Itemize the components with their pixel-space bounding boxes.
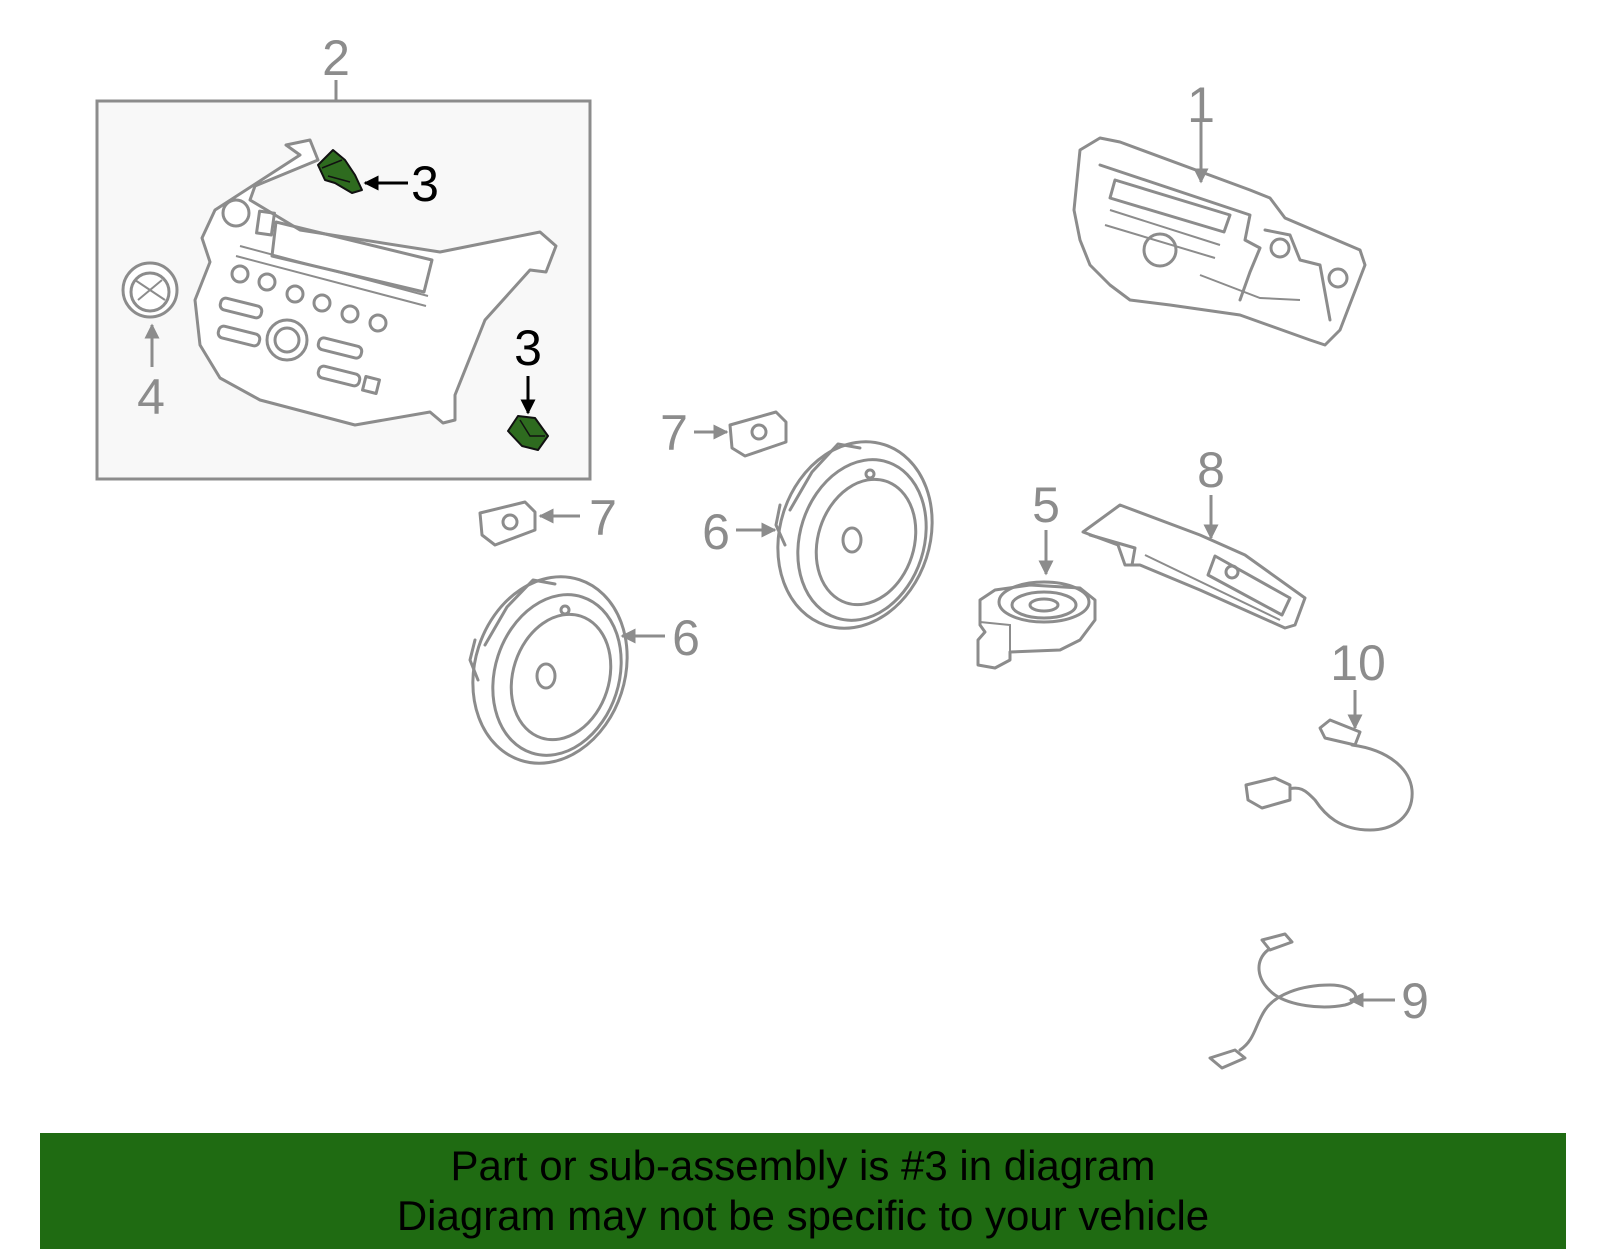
- part-3-clip-top: 3: [317, 149, 439, 212]
- callout-8: 8: [1197, 442, 1225, 498]
- callout-10: 10: [1330, 635, 1386, 691]
- part-3-clip-bottom: 3: [507, 320, 549, 451]
- callout-3-bottom: 3: [514, 320, 542, 376]
- banner-line-2: Diagram may not be specific to your vehi…: [396, 1192, 1210, 1239]
- callout-9: 9: [1401, 973, 1429, 1029]
- callout-4: 4: [137, 369, 165, 425]
- part-6-lower-speaker: 6: [468, 575, 700, 765]
- banner-background: [40, 1133, 1566, 1249]
- callout-5: 5: [1032, 477, 1060, 533]
- part-2-panel: [193, 138, 558, 427]
- part-7-lower-grommet: 7: [478, 490, 617, 547]
- callout-7-lower: 7: [589, 490, 617, 546]
- part-6-upper-speaker: 6: [702, 440, 934, 630]
- part-10-cable: 10: [1244, 635, 1414, 832]
- part-1-audio-unit: 1: [1072, 77, 1367, 347]
- info-banner: Part or sub-assembly is #3 in diagram Di…: [40, 1133, 1566, 1249]
- banner-line-1: Part or sub-assembly is #3 in diagram: [450, 1142, 1156, 1189]
- callout-2: 2: [322, 30, 350, 86]
- part-8-bracket: 8: [1081, 442, 1307, 630]
- callout-3-top: 3: [411, 156, 439, 212]
- callout-1: 1: [1187, 77, 1215, 133]
- callout-6-lower: 6: [672, 610, 700, 666]
- part-7-upper-grommet: 7: [660, 405, 788, 461]
- callout-7-upper: 7: [660, 405, 688, 461]
- part-9-harness: 9: [1208, 932, 1429, 1070]
- part-4-knob: 4: [121, 261, 179, 425]
- part-5-tweeter: 5: [976, 477, 1097, 670]
- callout-6-upper: 6: [702, 504, 730, 560]
